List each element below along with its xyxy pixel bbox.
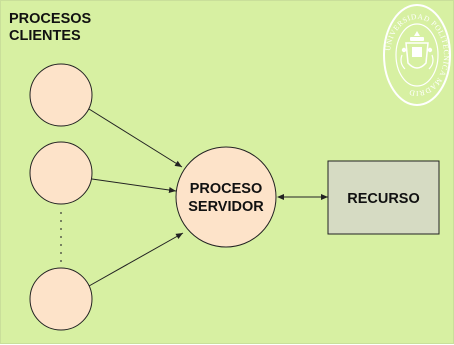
resource-label: RECURSO [347,191,420,207]
ellipsis-dots [60,212,62,262]
clients-title-line2: CLIENTES [9,28,81,44]
server-label-line2: SERVIDOR [188,199,264,215]
client-process-3 [29,267,93,331]
arrow-client3-to-server [88,232,184,287]
server-process [175,146,277,248]
arrow-client2-to-server [91,178,177,193]
university-seal-logo: UNIVERSIDAD POLITÉCNICA MADRID [383,4,451,106]
client-process-2 [29,141,93,205]
clients-title: PROCESOS CLIENTES [9,11,91,45]
resource-box [327,160,440,235]
arrow-client1-to-server [88,108,183,168]
seal-emblem-icon [400,31,434,70]
clients-title-line1: PROCESOS [9,11,92,27]
server-label-line1: PROCESO [190,181,263,197]
client-process-1 [29,63,93,127]
